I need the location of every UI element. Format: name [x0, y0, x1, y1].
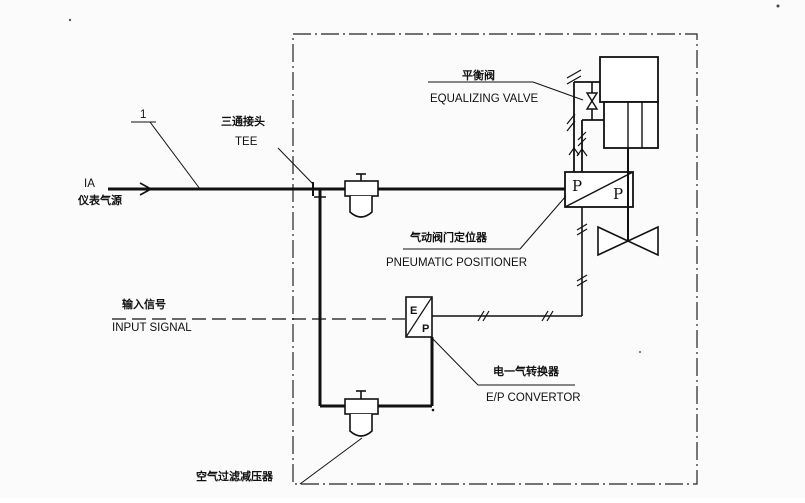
positioner-label: PNEUMATIC POSITIONER [386, 257, 527, 269]
ia-flow-arrow [139, 182, 153, 196]
filter-chinese-label: 空气过滤减压器 [196, 469, 274, 483]
tee-label: TEE [235, 136, 258, 148]
ia-label: IA [84, 178, 95, 190]
valve-actuator [599, 56, 659, 149]
speck-mark [776, 4, 780, 8]
speck-mark [639, 351, 641, 353]
control-valve-body [597, 225, 659, 257]
tee-leader [277, 147, 314, 185]
ep-label-p: P [422, 323, 429, 335]
positioner-label-leader [519, 195, 567, 250]
converter-label-leader [430, 336, 479, 386]
enclosure-boundary [292, 33, 698, 485]
converter-chinese-label: 电一气转换器 [493, 364, 560, 378]
ia-chinese-label: 仪表气源 [77, 193, 122, 207]
line-number-label: 1 [140, 109, 146, 121]
positioner-chinese-label: 气动阀门定位器 [409, 230, 488, 244]
ep-label-e: E [410, 305, 417, 317]
air-filter-regulator [344, 390, 379, 437]
equalizing-valve [585, 92, 599, 110]
input-signal-chinese-label: 输入信号 [122, 297, 166, 311]
filter-label-leader [299, 437, 363, 485]
ep-converter: E P [405, 296, 433, 338]
positioner-label-p-right: P [613, 185, 623, 203]
equalizing-chinese-label: 平衡阀 [462, 68, 495, 82]
speck-mark [68, 18, 72, 22]
line-number-leader [149, 121, 201, 190]
speck-mark [431, 408, 435, 412]
pneumatic-positioner: P P [564, 171, 634, 208]
input-signal-label: INPUT SIGNAL [112, 322, 192, 334]
positioner-label-p-left: P [572, 177, 582, 195]
equalizing-label: EQUALIZING VALVE [430, 93, 539, 105]
tee-chinese-label: 三通接头 [221, 114, 265, 128]
line-filter-regulator [344, 173, 379, 218]
actuator-tubing [566, 69, 604, 172]
equalizing-leader [532, 81, 584, 101]
signal-hatch-marks [477, 223, 588, 322]
converter-label: E/P CONVERTOR [486, 392, 581, 404]
